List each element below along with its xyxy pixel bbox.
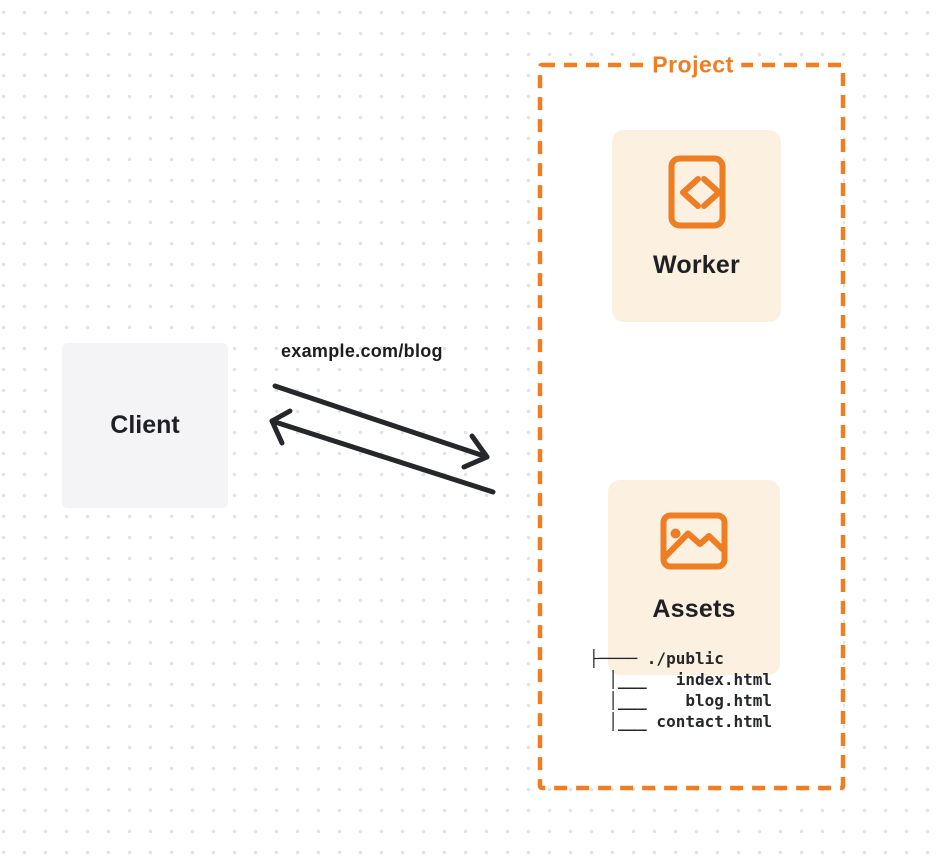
project-group-label: Project (644, 51, 742, 79)
response-arrow (269, 408, 496, 495)
request-url-label: example.com/blog (281, 341, 443, 361)
assets-label: Assets (652, 595, 736, 623)
file-tree-root: ├──── ./public (589, 649, 724, 668)
file-tree-entry-contact: │___ contact.html (589, 712, 773, 731)
assets-card: Assets (608, 480, 780, 675)
request-arrow (272, 383, 490, 470)
file-tree-entry-blog: │___ blog.html (589, 691, 773, 710)
client-label: Client (110, 411, 180, 439)
worker-card: Worker (612, 130, 781, 322)
image-icon (660, 512, 728, 570)
worker-label: Worker (653, 251, 740, 279)
assets-file-tree: ├──── ./public │___ index.html │___ blog… (589, 648, 772, 732)
client-box: Client (62, 343, 228, 508)
code-file-icon (668, 155, 725, 229)
file-tree-entry-index: │___ index.html (589, 670, 773, 689)
